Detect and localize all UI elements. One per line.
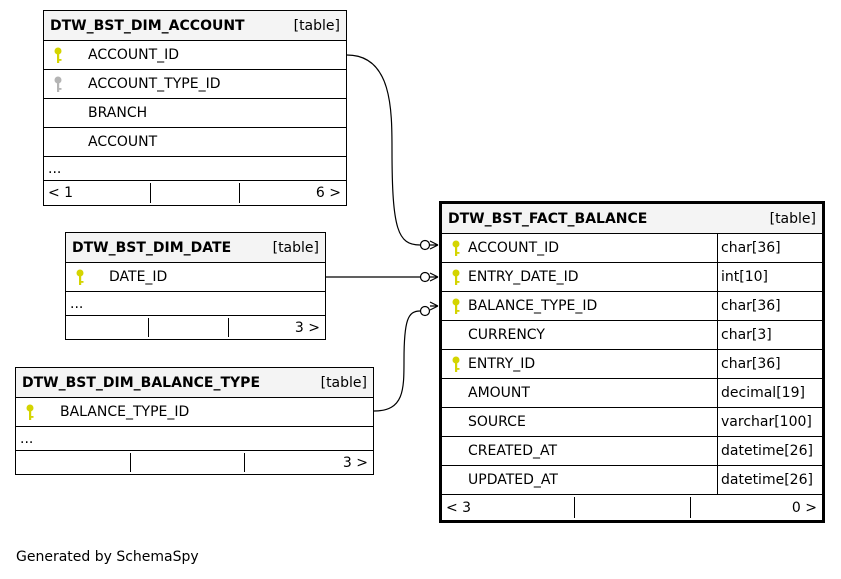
table-header[interactable]: DTW_BST_DIM_DATE [table] (66, 233, 325, 263)
column-row[interactable]: ACCOUNT_TYPE_ID (44, 70, 346, 99)
children-count[interactable]: 3 > (294, 319, 320, 336)
column-name: ENTRY_ID (468, 356, 536, 372)
table-name: DTW_BST_DIM_BALANCE_TYPE (22, 374, 261, 391)
table-header[interactable]: DTW_BST_DIM_BALANCE_TYPE [table] (16, 368, 373, 398)
footer-divider (690, 497, 691, 518)
column-type: int[10] (717, 263, 768, 291)
link-account-id (346, 54, 421, 246)
primary-key-icon (76, 269, 84, 285)
footer-divider (239, 183, 240, 203)
column-row[interactable]: DATE_ID (66, 263, 325, 292)
children-count[interactable]: 6 > (315, 185, 341, 201)
column-row[interactable]: ENTRY_DATE_ID int[10] (442, 263, 822, 292)
column-name: CREATED_AT (468, 443, 558, 459)
foreign-key-icon (54, 76, 62, 92)
footer-divider (148, 318, 149, 337)
column-row[interactable]: ENTRY_ID char[36] (442, 350, 822, 379)
column-row[interactable]: CREATED_AT datetime[26] (442, 437, 822, 466)
column-type: varchar[100] (717, 408, 812, 436)
parents-count[interactable]: < 1 (48, 185, 74, 201)
column-row[interactable]: BALANCE_TYPE_ID char[36] (442, 292, 822, 321)
table-footer: 3 > (16, 451, 373, 474)
table-name: DTW_BST_DIM_ACCOUNT (50, 17, 245, 34)
table-name: DTW_BST_DIM_DATE (72, 239, 232, 256)
column-row[interactable]: BRANCH (44, 99, 346, 128)
footer-divider (228, 318, 229, 337)
column-name: ACCOUNT_ID (88, 47, 180, 63)
table-kind-label: [table] (320, 374, 367, 391)
column-name: SOURCE (468, 414, 526, 430)
footer-divider (130, 453, 131, 472)
table-footer: < 1 6 > (44, 181, 346, 205)
table-header[interactable]: DTW_BST_FACT_BALANCE [table] (442, 204, 822, 234)
crow-foot-account (419, 239, 439, 251)
parents-count[interactable]: < 3 (446, 499, 472, 516)
generated-by-label: Generated by SchemaSpy (16, 549, 199, 565)
table-dim-balance-type[interactable]: DTW_BST_DIM_BALANCE_TYPE [table] BALANCE… (15, 367, 374, 475)
children-count[interactable]: 0 > (791, 499, 817, 516)
column-type: decimal[19] (717, 379, 805, 407)
column-name: ACCOUNT_ID (468, 240, 560, 256)
column-row[interactable]: ACCOUNT_ID (44, 41, 346, 70)
table-kind-label: [table] (769, 210, 816, 227)
table-name: DTW_BST_FACT_BALANCE (448, 210, 648, 227)
column-row[interactable]: ACCOUNT_ID char[36] (442, 234, 822, 263)
column-name: DATE_ID (109, 269, 168, 285)
column-row[interactable]: UPDATED_AT datetime[26] (442, 466, 822, 495)
column-type: char[36] (717, 292, 781, 320)
column-name: ACCOUNT (88, 134, 158, 150)
primary-key-icon (452, 240, 460, 256)
more-columns-ellipsis: ... (16, 427, 373, 451)
column-type: char[36] (717, 350, 781, 378)
column-row[interactable]: ACCOUNT (44, 128, 346, 157)
primary-key-icon (26, 404, 34, 420)
column-row[interactable]: AMOUNT decimal[19] (442, 379, 822, 408)
column-type: datetime[26] (717, 437, 813, 465)
column-type: char[36] (717, 234, 781, 262)
table-header[interactable]: DTW_BST_DIM_ACCOUNT [table] (44, 11, 346, 41)
column-row[interactable]: BALANCE_TYPE_ID (16, 398, 373, 427)
footer-divider (244, 453, 245, 472)
table-dim-date[interactable]: DTW_BST_DIM_DATE [table] DATE_ID ... 3 > (65, 232, 326, 340)
crow-foot-balance-type (419, 301, 439, 317)
primary-key-icon (452, 356, 460, 372)
table-dim-account[interactable]: DTW_BST_DIM_ACCOUNT [table] ACCOUNT_ID A… (43, 10, 347, 206)
column-name: CURRENCY (468, 327, 545, 343)
column-name: ACCOUNT_TYPE_ID (88, 76, 221, 92)
column-name: UPDATED_AT (468, 472, 558, 488)
table-fact-balance[interactable]: DTW_BST_FACT_BALANCE [table] ACCOUNT_ID … (439, 201, 825, 523)
footer-divider (150, 183, 151, 203)
link-balance-type-id (373, 310, 421, 412)
primary-key-icon (452, 269, 460, 285)
more-columns-ellipsis: ... (66, 292, 325, 316)
column-row[interactable]: CURRENCY char[3] (442, 321, 822, 350)
column-name: BALANCE_TYPE_ID (468, 298, 598, 314)
column-name: BRANCH (88, 105, 148, 121)
more-columns-ellipsis: ... (44, 157, 346, 181)
column-name: BALANCE_TYPE_ID (60, 404, 190, 420)
primary-key-icon (54, 47, 62, 63)
table-kind-label: [table] (272, 239, 319, 256)
primary-key-icon (452, 298, 460, 314)
children-count[interactable]: 3 > (342, 454, 368, 471)
column-row[interactable]: SOURCE varchar[100] (442, 408, 822, 437)
column-type: char[3] (717, 321, 772, 349)
table-kind-label: [table] (293, 17, 340, 34)
column-type: datetime[26] (717, 466, 813, 494)
table-footer: 3 > (66, 316, 325, 339)
crow-foot-date (419, 271, 439, 283)
footer-divider (574, 497, 575, 518)
column-name: AMOUNT (468, 385, 530, 401)
table-footer: < 3 0 > (442, 495, 822, 520)
column-name: ENTRY_DATE_ID (468, 269, 579, 285)
